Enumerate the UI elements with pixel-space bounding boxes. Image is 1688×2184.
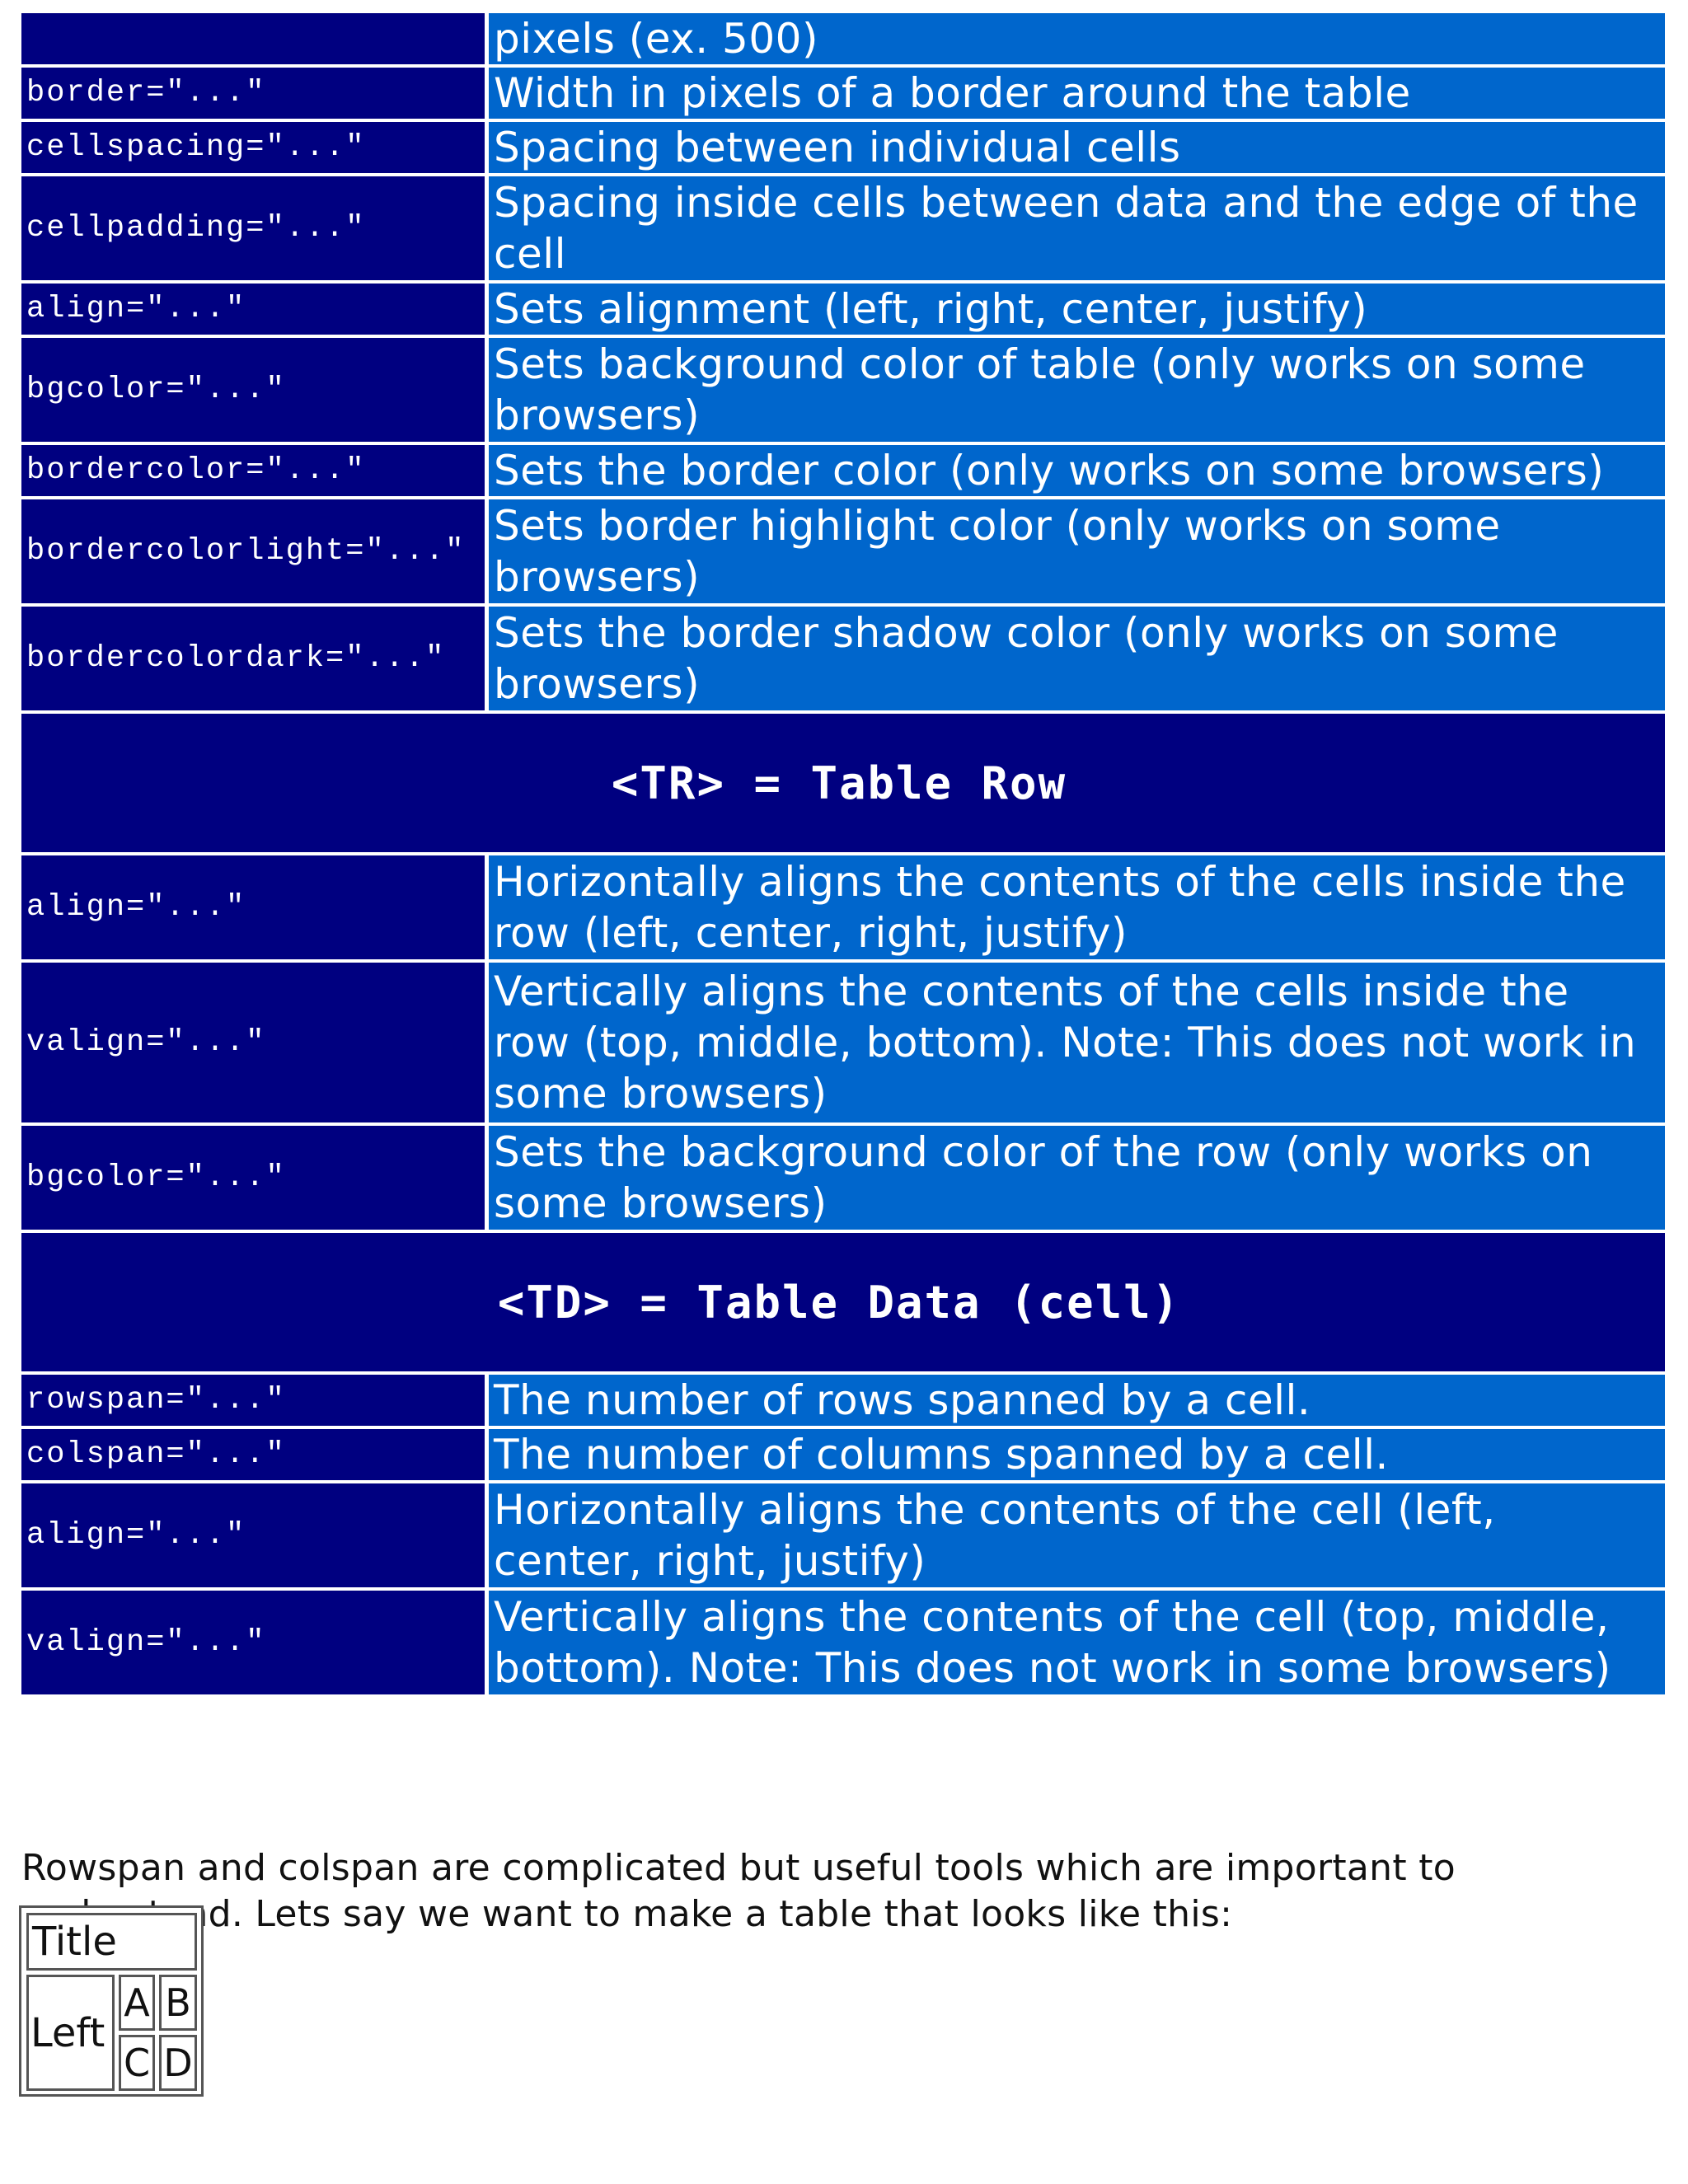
table-row: bordercolorlight="..." Sets border highl… — [21, 499, 1665, 603]
example-table: Title Left A B C D — [19, 1905, 204, 2097]
section-header-row: <TD> = Table Data (cell) — [21, 1233, 1665, 1371]
attribute-cell: bordercolordark="..." — [21, 607, 489, 710]
table-row: align="..." Horizontally aligns the cont… — [21, 1483, 1665, 1587]
attribute-cell: bgcolor="..." — [21, 338, 489, 442]
description-cell: The number of columns spanned by a cell. — [489, 1429, 1665, 1480]
table-row: border="..." Width in pixels of a border… — [21, 68, 1665, 119]
description-cell: Spacing between individual cells — [489, 122, 1665, 173]
attribute-cell: valign="..." — [21, 1591, 489, 1694]
attribute-cell: colspan="..." — [21, 1429, 489, 1480]
description-cell: Vertically aligns the contents of the ce… — [489, 963, 1665, 1122]
section-header-td: <TD> = Table Data (cell) — [21, 1233, 1665, 1371]
description-cell: Vertically aligns the contents of the ce… — [489, 1591, 1665, 1694]
table-row: colspan="..." The number of columns span… — [21, 1429, 1665, 1480]
attribute-cell: cellspacing="..." — [21, 122, 489, 173]
table-row: bgcolor="..." Sets the background color … — [21, 1126, 1665, 1230]
description-cell: Sets the border shadow color (only works… — [489, 607, 1665, 710]
description-cell: Width in pixels of a border around the t… — [489, 68, 1665, 119]
example-title-cell: Title — [26, 1913, 197, 1971]
table-row: valign="..." Vertically aligns the conte… — [21, 963, 1665, 1122]
section-header-tr: <TR> = Table Row — [21, 714, 1665, 852]
table-row: bgcolor="..." Sets background color of t… — [21, 338, 1665, 442]
attribute-cell — [21, 13, 489, 64]
example-cell-b: B — [159, 1975, 197, 2031]
table-row: valign="..." Vertically aligns the conte… — [21, 1591, 1665, 1694]
table-row: cellpadding="..." Spacing inside cells b… — [21, 176, 1665, 280]
example-left-cell: Left — [26, 1975, 115, 2091]
attribute-cell: rowspan="..." — [21, 1375, 489, 1426]
description-cell: Sets alignment (left, right, center, jus… — [489, 284, 1665, 335]
attribute-cell: bgcolor="..." — [21, 1126, 489, 1230]
attribute-cell: align="..." — [21, 855, 489, 959]
example-cell-a: A — [119, 1975, 155, 2031]
example-cell-c: C — [119, 2035, 155, 2091]
section-title: <TR> = Table Row — [611, 757, 1067, 809]
attribute-cell: align="..." — [21, 1483, 489, 1587]
description-cell: Spacing inside cells between data and th… — [489, 176, 1665, 280]
description-cell: Sets border highlight color (only works … — [489, 499, 1665, 603]
attribute-cell: align="..." — [21, 284, 489, 335]
attribute-cell: valign="..." — [21, 963, 489, 1122]
description-cell: The number of rows spanned by a cell. — [489, 1375, 1665, 1426]
table-row: cellspacing="..." Spacing between indivi… — [21, 122, 1665, 173]
attribute-cell: border="..." — [21, 68, 489, 119]
table-row: align="..." Sets alignment (left, right,… — [21, 284, 1665, 335]
description-cell: Horizontally aligns the contents of the … — [489, 1483, 1665, 1587]
section-header-row: <TR> = Table Row — [21, 714, 1665, 852]
example-cell-d: D — [159, 2035, 197, 2091]
attribute-cell: bordercolorlight="..." — [21, 499, 489, 603]
table-row: bordercolor="..." Sets the border color … — [21, 445, 1665, 496]
description-cell: pixels (ex. 500) — [489, 13, 1665, 64]
description-cell: Sets the background color of the row (on… — [489, 1126, 1665, 1230]
attributes-table: pixels (ex. 500) border="..." Width in p… — [21, 10, 1665, 1698]
description-cell: Horizontally aligns the contents of the … — [489, 855, 1665, 959]
description-cell: Sets background color of table (only wor… — [489, 338, 1665, 442]
table-row: bordercolordark="..." Sets the border sh… — [21, 607, 1665, 710]
table-row: pixels (ex. 500) — [21, 13, 1665, 64]
table-row: align="..." Horizontally aligns the cont… — [21, 855, 1665, 959]
explanation-paragraph: Rowspan and colspan are complicated but … — [21, 1847, 1456, 1935]
section-title: <TD> = Table Data (cell) — [497, 1276, 1181, 1329]
description-cell: Sets the border color (only works on som… — [489, 445, 1665, 496]
attribute-cell: bordercolor="..." — [21, 445, 489, 496]
table-row: rowspan="..." The number of rows spanned… — [21, 1375, 1665, 1426]
attribute-cell: cellpadding="..." — [21, 176, 489, 280]
